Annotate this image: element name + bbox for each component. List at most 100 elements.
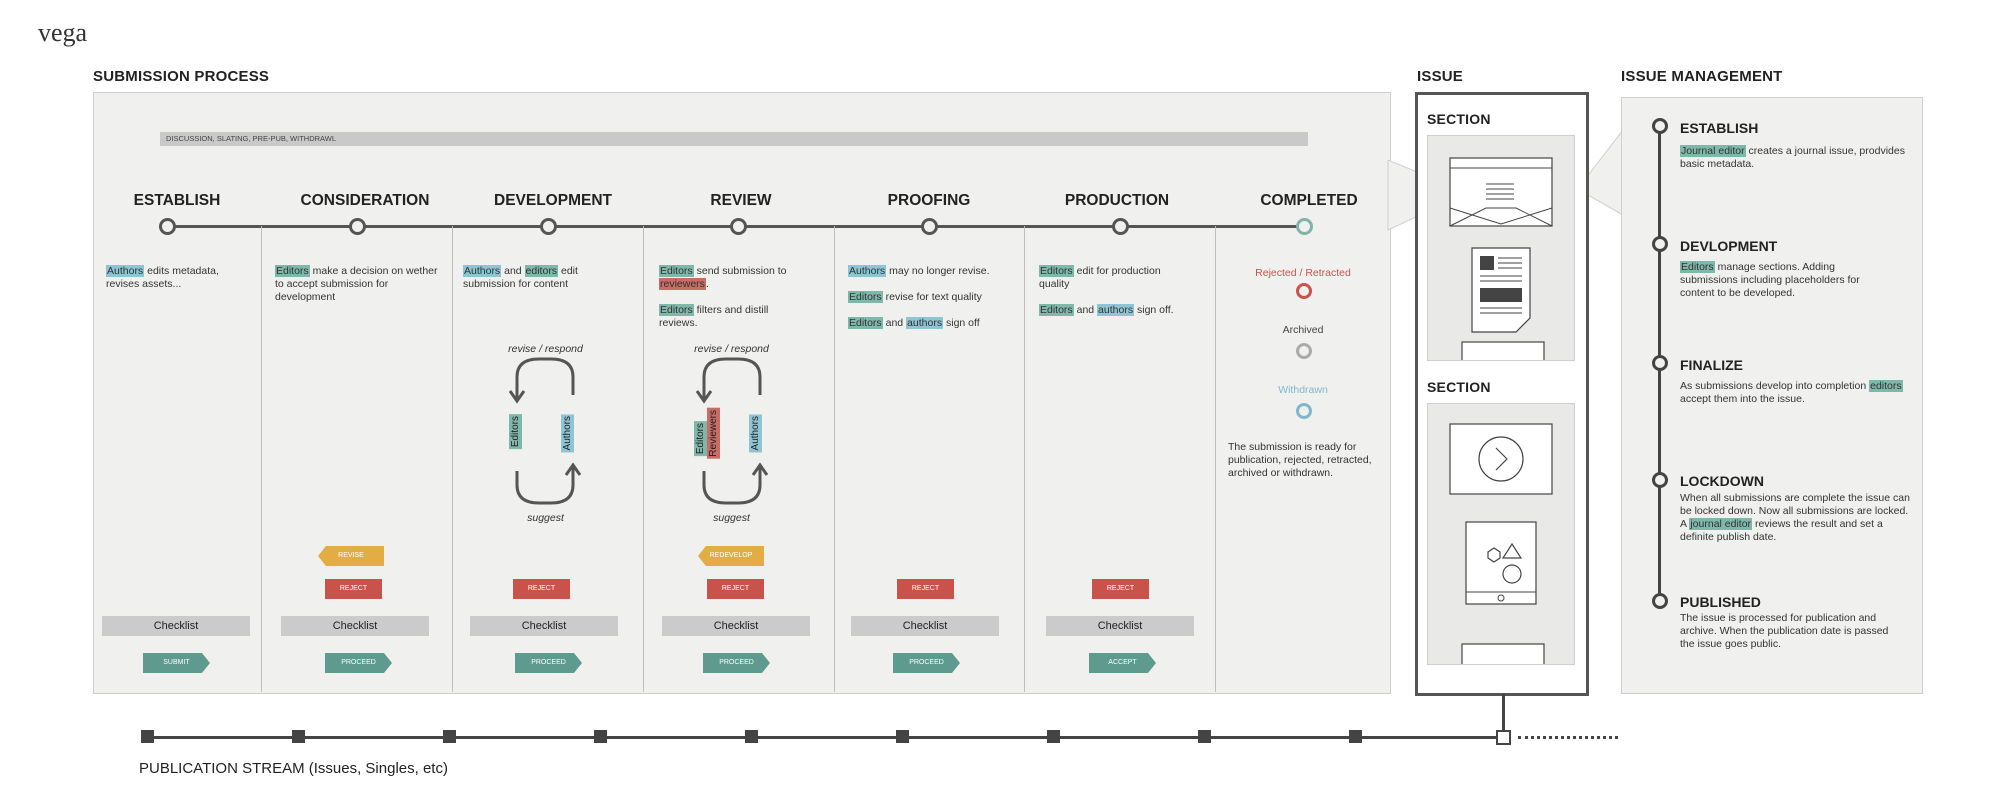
issue-management-panel <box>1621 97 1923 694</box>
issue-step-published-text: The issue is processed for publication a… <box>1680 612 1889 650</box>
loop-top-label: revise / respond <box>508 343 583 355</box>
issue-step-text: creates a journal issue, prodvides basic… <box>1680 145 1905 170</box>
stream-marker <box>594 730 607 743</box>
stage-development: DEVELOPMENT <box>494 192 612 209</box>
status-archived-label: Archived <box>1282 324 1324 336</box>
stream-marker <box>1047 730 1060 743</box>
status-withdrawn-icon <box>1296 403 1312 419</box>
column-divider <box>1215 226 1216 692</box>
issue-step-node <box>1652 472 1668 488</box>
proceed-button[interactable]: PROCEED <box>325 653 392 673</box>
issue-section-1-thumbnails-icon <box>1449 157 1553 360</box>
reject-button[interactable]: REJECT <box>897 579 954 599</box>
review-description: Editors send submission to reviewers. <box>659 265 819 291</box>
role-authors: Authors <box>106 265 145 277</box>
review-loop-icon <box>695 357 769 505</box>
review-text: send submission to <box>693 265 787 277</box>
proceed-button[interactable]: PROCEED <box>893 653 960 673</box>
review-loop-top-label: revise / respond <box>694 343 769 355</box>
status-rejected-icon <box>1296 283 1312 299</box>
proofing-description-3: Editors and authors sign off <box>848 317 1018 330</box>
role-editors: Editors <box>659 265 694 277</box>
column-divider <box>1024 226 1025 692</box>
establish-text: edits metadata, revises assets... <box>106 265 219 290</box>
checklist-button[interactable]: Checklist <box>662 616 810 636</box>
accept-button[interactable]: ACCEPT <box>1089 653 1156 673</box>
checklist-button[interactable]: Checklist <box>470 616 618 636</box>
stream-marker <box>141 730 154 743</box>
issue-step-establish-title: ESTABLISH <box>1680 120 1759 136</box>
and-text: and <box>1073 304 1098 316</box>
issue-section-2 <box>1427 403 1575 665</box>
checklist-button[interactable]: Checklist <box>102 616 250 636</box>
role-editors: editors <box>524 265 559 277</box>
review-text-2: filters and distill reviews. <box>659 304 769 329</box>
issue-step-pre: When all submissions are complete the is… <box>1680 492 1910 530</box>
loop-editors-label: Editors <box>509 414 522 450</box>
proofing-text-1: may no longer revise. <box>886 265 990 277</box>
timeline-node <box>349 218 366 235</box>
role-editors: Editors <box>1039 304 1074 316</box>
proceed-button[interactable]: PROCEED <box>703 653 770 673</box>
consideration-text: make a decision on wether to accept subm… <box>275 265 438 303</box>
discussion-banner: DISCUSSION, SLATING, PRE-PUB, WITHDRAWL <box>160 132 1308 146</box>
review-description-2: Editors filters and distill reviews. <box>659 304 789 330</box>
submission-process-title: SUBMISSION PROCESS <box>93 68 270 85</box>
issue-management-title: ISSUE MANAGEMENT <box>1621 68 1783 85</box>
role-authors: authors <box>1097 304 1135 316</box>
production-description-2: Editors and authors sign off. <box>1039 304 1199 317</box>
reject-button[interactable]: REJECT <box>325 579 382 599</box>
submit-button[interactable]: SUBMIT <box>143 653 210 673</box>
stream-marker-current-issue <box>1496 730 1511 745</box>
review-end: . <box>705 278 709 290</box>
reject-button[interactable]: REJECT <box>1092 579 1149 599</box>
status-archived-icon <box>1296 343 1312 359</box>
issue-step-finalize-text: As submissions develop into completion e… <box>1680 380 1905 406</box>
stage-proofing: PROOFING <box>887 192 971 209</box>
revise-loop-icon <box>508 357 582 505</box>
redevelop-button[interactable]: REDEVELOP <box>698 546 764 566</box>
publication-stream-future <box>1518 736 1618 739</box>
column-divider <box>452 226 453 692</box>
issue-step-text: reviews the result and set a definite pu… <box>1680 518 1883 543</box>
issue-section-2-thumbnails-icon <box>1449 423 1553 664</box>
proceed-button[interactable]: PROCEED <box>515 653 582 673</box>
role-authors: authors <box>906 317 944 329</box>
stream-marker <box>745 730 758 743</box>
timeline-node <box>540 218 557 235</box>
proofing-description-1: Authors may no longer revise. <box>848 265 1018 278</box>
column-divider <box>834 226 835 692</box>
stage-completed: COMPLETED <box>1260 192 1358 209</box>
status-rejected-label: Rejected / Retracted <box>1255 267 1351 279</box>
stream-marker <box>1198 730 1211 743</box>
loop-authors-label: Authors <box>561 414 574 453</box>
issue-section-2-title: SECTION <box>1427 379 1491 395</box>
reject-button[interactable]: REJECT <box>513 579 570 599</box>
production-description-1: Editors edit for production quality <box>1039 265 1189 291</box>
timeline-node <box>159 218 176 235</box>
reject-button[interactable]: REJECT <box>707 579 764 599</box>
revise-button[interactable]: REVISE <box>318 546 384 566</box>
proofing-text-2: revise for text quality <box>882 291 982 303</box>
issue-step-text: accept them into the issue. <box>1680 393 1805 405</box>
checklist-button[interactable]: Checklist <box>281 616 429 636</box>
issue-step-published-title: PUBLISHED <box>1680 594 1761 610</box>
role-authors: Authors <box>848 265 887 277</box>
issue-step-node <box>1652 593 1668 609</box>
loop-bottom-label: suggest <box>527 512 564 524</box>
role-editors: Editors <box>275 265 310 277</box>
checklist-button[interactable]: Checklist <box>1046 616 1194 636</box>
stream-marker <box>1349 730 1362 743</box>
role-journal-editor: journal editor <box>1689 518 1753 530</box>
issue-step-text: manage sections. Adding submissions incl… <box>1680 261 1860 299</box>
issue-step-lockdown-title: LOCKDOWN <box>1680 473 1764 489</box>
timeline-node <box>730 218 747 235</box>
column-divider <box>643 226 644 692</box>
consideration-description: Editors make a decision on wether to acc… <box>275 265 445 304</box>
checklist-button[interactable]: Checklist <box>851 616 999 636</box>
role-editors: Editors <box>659 304 694 316</box>
issue-step-node <box>1652 236 1668 252</box>
issue-step-development-title: DEVLOPMENT <box>1680 238 1778 254</box>
role-editors: Editors <box>1039 265 1074 277</box>
issue-step-development-text: Editors manage sections. Adding submissi… <box>1680 261 1895 300</box>
